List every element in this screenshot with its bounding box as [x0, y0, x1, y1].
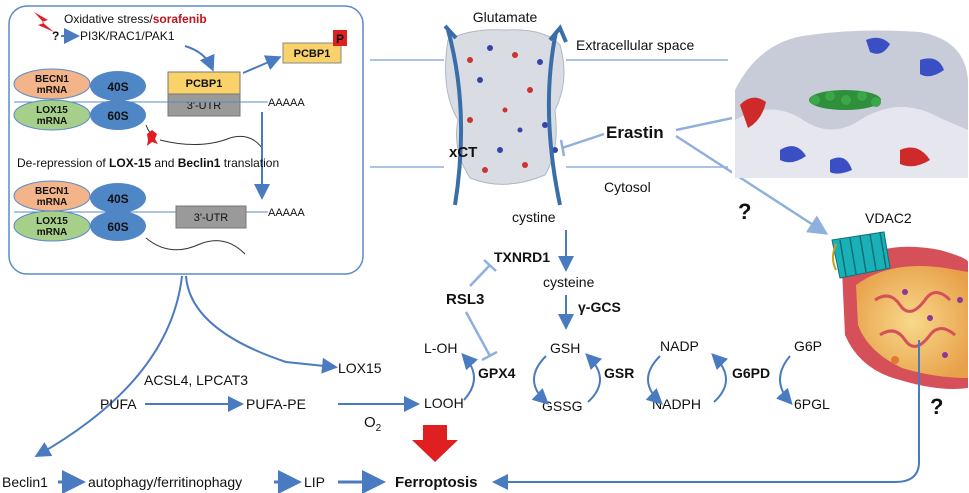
pcbp1-phospho-box [282, 42, 342, 64]
nadph-arc [711, 353, 729, 403]
lox15-label: LOX15 [338, 360, 382, 376]
gpx4-arc [461, 353, 478, 401]
gsh-label: GSH [550, 340, 580, 356]
looh-label: LOOH [424, 395, 464, 411]
becn1-mrna [13, 68, 91, 100]
rsl3-inhibit-gpx4-bar [481, 350, 498, 362]
lox15-mrna-bottom-label: LOX15 [36, 216, 68, 227]
export-arrow-right [546, 31, 562, 206]
lox15-mrna-label-2: mRNA [37, 116, 68, 127]
autophagy-label: autophagy/ferritinophagy [88, 474, 242, 490]
mitochondrion-icon [842, 246, 968, 389]
erastin-to-vdac2-arrow [675, 134, 829, 235]
erastin-label: Erastin [606, 123, 664, 142]
rsl3-inhibit-txnrd1-bar [483, 259, 497, 272]
becn1-mrna-bottom-label-2: mRNA [37, 197, 68, 208]
becn1-mrna-label: BECN1 [35, 74, 69, 85]
question-mark-mid: ? [738, 199, 751, 224]
ribosome-60s-bottom-label: 60S [107, 220, 128, 234]
acsl4-lpcat3-label: ACSL4, LPCAT3 [144, 372, 248, 388]
gpx4-label: GPX4 [478, 365, 516, 381]
extracellular-label: Extracellular space [576, 37, 694, 53]
pcbp1-phospho-label: PCBP1 [294, 48, 331, 60]
ferroptosis-down-arrow [412, 425, 458, 462]
xct-label: xCT [449, 144, 477, 161]
utr-box-bottom [175, 205, 247, 229]
protein-surface-image [732, 28, 968, 178]
txnrd1-label: TXNRD1 [494, 249, 550, 265]
vdac2-to-ferroptosis-arrow [492, 340, 920, 490]
pcbp1-activation-arrow [184, 45, 215, 72]
pufa-pe-label: PUFA-PE [246, 396, 306, 412]
box-to-beclin1-arrow [34, 275, 183, 457]
lip-label: LIP [304, 474, 325, 490]
becn1-mrna-bottom-label: BECN1 [35, 186, 69, 197]
beclin1-label: Beclin1 [2, 474, 48, 490]
pathway-label: PI3K/RAC1/PAK1 [80, 29, 175, 43]
erastin-inhibit-bar [559, 139, 566, 157]
question-mark-low: ? [930, 394, 943, 419]
polya-label-top: AAAAA [268, 97, 305, 109]
ribosome-60s-label: 60S [107, 109, 128, 123]
lox15-mrna-bottom-label-2: mRNA [37, 227, 68, 238]
question-mark-left: ? [52, 29, 59, 43]
rsl3-inhibit-txnrd1 [469, 264, 491, 287]
g6pd-label: G6PD [732, 365, 770, 381]
rsl3-inhibit-gpx4 [464, 311, 492, 357]
xct-transporter [443, 24, 568, 206]
utr-box [167, 93, 241, 117]
cytosol-label: Cytosol [604, 179, 651, 195]
nascent-chain-bottom [145, 237, 246, 255]
gssg-to-gsh-arc [585, 353, 603, 403]
glutamate-label: Glutamate [473, 9, 538, 25]
mrna-tail-top [159, 135, 263, 149]
g6p-label: G6P [794, 338, 822, 354]
ribosome-60s-bottom [90, 211, 146, 241]
cysteine-label: cysteine [543, 274, 595, 290]
loh-label: L-OH [424, 340, 457, 356]
nadp-label: NADP [660, 338, 699, 354]
g6p-arc [776, 355, 793, 405]
polya-label-bottom: AAAAA [268, 207, 305, 219]
lox15-mrna-label: LOX15 [36, 105, 68, 116]
nadph-label: NADPH [652, 396, 701, 412]
ribosome-40s-bottom-label: 40S [107, 192, 128, 206]
ribosome-40s-label: 40S [107, 80, 128, 94]
ggcs-label: γ-GCS [578, 299, 621, 315]
phospho-label: P [336, 32, 344, 46]
blocked-icon [147, 130, 158, 146]
vdac2-channel-icon [831, 231, 891, 279]
cystine-label: cystine [512, 209, 556, 225]
phospho-badge [333, 30, 347, 46]
becn1-mrna-label-2: mRNA [37, 85, 68, 96]
utr-label-bottom: 3'-UTR [194, 212, 229, 224]
import-arrow-left [446, 29, 464, 206]
utr-label: 3'-UTR [187, 100, 222, 112]
erastin-inhibit-line [561, 132, 605, 150]
derepression-label: De-repression of LOX-15 and Beclin1 tran… [17, 156, 279, 170]
lightning-icon [34, 12, 54, 32]
ribosome-60s [90, 100, 146, 130]
box-to-lox15-arrow [185, 275, 338, 374]
gsr-label: GSR [604, 365, 634, 381]
6pgl-label: 6PGL [794, 396, 830, 412]
ribosome-40s-bottom [90, 183, 146, 213]
phosphorylation-arrow [242, 55, 282, 74]
rsl3-label: RSL3 [446, 291, 484, 308]
gsh-to-gssg-arc [531, 355, 549, 405]
pcbp1-label: PCBP1 [186, 78, 223, 90]
gssg-label: GSSG [542, 398, 582, 414]
pufa-label: PUFA [100, 396, 137, 412]
vdac2-label: VDAC2 [865, 210, 912, 226]
o2-label: O2 [364, 414, 382, 434]
ferroptosis-label: Ferroptosis [395, 474, 478, 491]
ribosome-40s [90, 71, 146, 101]
stress-label: Oxidative stress/sorafenib [64, 12, 207, 26]
nadp-arc [645, 355, 663, 405]
